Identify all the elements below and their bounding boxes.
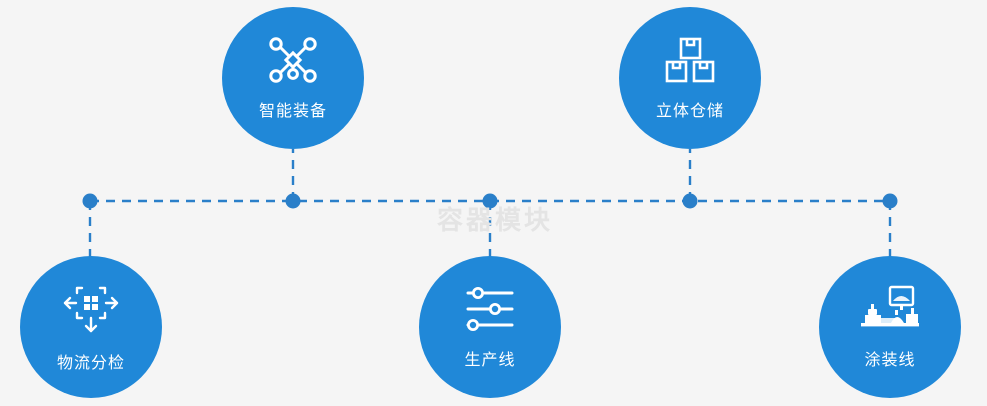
node-label: 智能装备	[258, 102, 327, 120]
backbone-dot-2	[285, 193, 301, 209]
stacked-boxes-icon	[664, 36, 716, 84]
backbone-dot-5	[882, 193, 898, 209]
factory-machine-icon	[857, 285, 923, 333]
backbone-dot-3	[482, 193, 498, 209]
node-smart-equipment[interactable]: 智能装备	[222, 7, 364, 149]
watermark-text: 容器模块	[437, 205, 554, 235]
sliders-icon	[462, 285, 518, 333]
sorting-arrows-icon	[62, 282, 120, 336]
node-label: 物流分检	[56, 354, 125, 372]
node-production-line[interactable]: 生产线	[419, 256, 561, 398]
backbone-dot-4	[682, 193, 698, 209]
network-nodes-icon	[266, 36, 320, 84]
node-label: 生产线	[464, 351, 516, 369]
node-label: 立体仓储	[655, 102, 724, 120]
node-stereoscopic-warehouse[interactable]: 立体仓储	[619, 7, 761, 149]
backbone-dot-1	[82, 193, 98, 209]
node-painting-line[interactable]: 涂装线	[819, 256, 961, 398]
node-label: 涂装线	[864, 351, 916, 369]
node-logistics-sorting[interactable]: 物流分检	[20, 256, 162, 398]
